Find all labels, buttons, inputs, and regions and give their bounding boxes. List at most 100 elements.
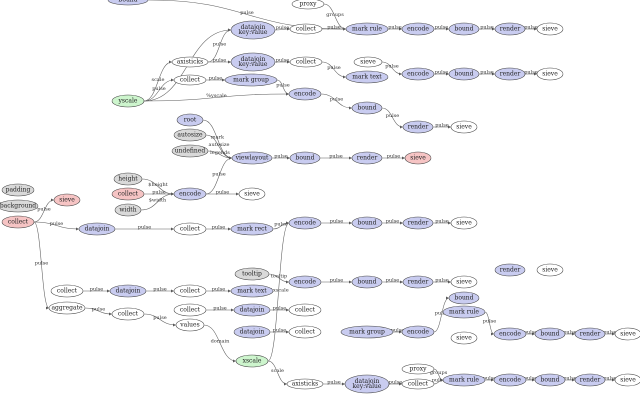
- graph-node-collect-l[interactable]: collect: [401, 378, 435, 390]
- graph-node-undefined[interactable]: undefined: [171, 144, 209, 158]
- graph-node-collect-a[interactable]: collect: [289, 23, 323, 35]
- graph-node-collect-red-main[interactable]: collect: [1, 215, 35, 229]
- graph-node-encode-a[interactable]: encode: [401, 22, 435, 36]
- graph-node-collect-h[interactable]: collect: [173, 303, 207, 317]
- graph-node-bound-e[interactable]: bound: [351, 216, 383, 230]
- graph-node-render-g[interactable]: render: [402, 275, 434, 289]
- graph-node-encode-h[interactable]: encode: [493, 327, 527, 341]
- graph-node-autosize[interactable]: autosize: [173, 128, 207, 142]
- graph-node-markgroup-a[interactable]: mark group: [224, 73, 278, 87]
- graph-node-collect-d[interactable]: collect: [173, 222, 207, 236]
- graph-node-render-f[interactable]: render: [494, 263, 526, 277]
- graph-node-sieve-c[interactable]: sieve: [536, 67, 564, 81]
- node-ellipse: [442, 373, 486, 387]
- graph-node-collect-g[interactable]: collect: [111, 307, 145, 321]
- graph-node-padding[interactable]: padding: [1, 183, 35, 197]
- graph-node-axisticks-b[interactable]: axisticks: [286, 378, 324, 390]
- graph-node-bound-i[interactable]: bound: [534, 373, 566, 387]
- graph-node-xscale[interactable]: xscale: [235, 354, 269, 368]
- graph-node-datajoin-c[interactable]: datajoin: [78, 222, 116, 236]
- graph-node-encode-b[interactable]: encode: [401, 67, 435, 81]
- graph-node-yscale[interactable]: yscale: [111, 94, 145, 108]
- graph-node-width[interactable]: width: [114, 203, 142, 217]
- node-label: collect: [296, 26, 317, 33]
- graph-node-markrule-c[interactable]: mark rule: [442, 373, 486, 387]
- graph-node-bound-a[interactable]: bound: [448, 22, 480, 36]
- graph-node-bound-f[interactable]: bound: [351, 275, 383, 289]
- edge-arrowhead: [400, 125, 403, 129]
- graph-node-markrule-a[interactable]: mark rule: [345, 22, 389, 36]
- graph-node-datajoin-e[interactable]: datajoin: [233, 303, 271, 317]
- graph-node-root[interactable]: root: [176, 113, 204, 127]
- graph-node-render-j[interactable]: render: [574, 373, 606, 387]
- graph-node-markgroup-b[interactable]: mark group: [340, 325, 394, 339]
- graph-node-render-e[interactable]: render: [402, 216, 434, 230]
- graph-node-sieve-e[interactable]: sieve: [238, 187, 266, 201]
- graph-node-sieve-b[interactable]: sieve: [353, 56, 383, 68]
- graph-node-bound-h[interactable]: bound: [534, 327, 566, 341]
- graph-node-markrule-b[interactable]: mark rule: [442, 305, 486, 319]
- graph-node-sieve-h[interactable]: sieve: [450, 275, 478, 289]
- graph-node-proxy-b[interactable]: proxy: [401, 363, 435, 375]
- edge-label: groups: [326, 12, 344, 18]
- graph-node-collect-f[interactable]: collect: [173, 284, 207, 298]
- graph-node-sieve-l[interactable]: sieve: [614, 373, 640, 387]
- graph-node-sieve-f[interactable]: sieve: [450, 216, 478, 230]
- edge: pulse: [603, 330, 617, 336]
- graph-node-collect-c[interactable]: collect: [173, 74, 207, 86]
- graph-node-sieve-red2[interactable]: sieve: [53, 193, 81, 207]
- graph-node-collect-i[interactable]: collect: [288, 303, 322, 317]
- graph-node-marktext-b[interactable]: mark text: [230, 284, 274, 298]
- graph-node-bound-g[interactable]: bound: [448, 291, 480, 305]
- graph-node-collect-j[interactable]: collect: [288, 325, 322, 339]
- graph-node-render-h[interactable]: render: [574, 327, 606, 341]
- edge-label: pulse: [330, 219, 344, 225]
- graph-node-collect-red[interactable]: collect: [111, 187, 145, 201]
- graph-node-encode-c[interactable]: encode: [288, 87, 322, 101]
- edge-label: pulse: [388, 25, 402, 31]
- node-ellipse: [351, 275, 383, 289]
- graph-node-bound-c[interactable]: bound: [351, 101, 383, 115]
- graph-node-render-b[interactable]: render: [494, 67, 526, 81]
- edge-arrowhead: [440, 378, 443, 382]
- graph-node-collect-b[interactable]: collect: [289, 56, 323, 68]
- graph-node-sieve-g[interactable]: sieve: [536, 263, 564, 277]
- graph-node-sieve-j[interactable]: sieve: [450, 331, 478, 345]
- graph-node-sieve-d[interactable]: sieve: [450, 120, 478, 134]
- graph-node-background[interactable]: background: [0, 199, 39, 213]
- graph-node-render-a[interactable]: render: [494, 22, 526, 36]
- edge-label: pulse: [330, 278, 344, 284]
- graph-node-proxy-top[interactable]: proxy: [291, 0, 325, 10]
- graph-node-tooltip[interactable]: tooltip: [234, 267, 270, 281]
- graph-node-sieve-a[interactable]: sieve: [536, 22, 564, 36]
- graph-node-render-c[interactable]: render: [402, 120, 434, 134]
- graph-node-aggregate[interactable]: aggregate: [48, 301, 86, 315]
- graph-node-encode-e[interactable]: encode: [288, 216, 322, 230]
- graph-node-top-bound[interactable]: bound: [107, 0, 149, 6]
- graph-node-marktext-a[interactable]: mark text: [345, 70, 389, 84]
- graph-node-sieve-i[interactable]: sieve: [614, 327, 640, 341]
- graph-node-datajoin-d[interactable]: datajoin: [109, 284, 147, 298]
- graph-node-encode-d[interactable]: encode: [173, 187, 207, 201]
- graph-node-sieve-red1[interactable]: sieve: [404, 151, 432, 165]
- graph-node-bound-d[interactable]: bound: [289, 151, 321, 165]
- graph-node-viewlayout[interactable]: viewlayout: [231, 151, 273, 165]
- graph-node-encode-f[interactable]: encode: [288, 275, 322, 289]
- graph-node-encode-i[interactable]: encode: [493, 373, 527, 387]
- graph-node-markrect[interactable]: mark rect: [230, 222, 274, 236]
- graph-node-render-d[interactable]: render: [351, 151, 383, 165]
- edge-arrowhead: [228, 28, 231, 32]
- graph-node-values[interactable]: values: [175, 318, 205, 332]
- graph-node-bound-b[interactable]: bound: [448, 67, 480, 81]
- graph-node-encode-g[interactable]: encode: [401, 325, 435, 339]
- node-label: mark group: [233, 77, 269, 84]
- node-ellipse: [173, 303, 207, 317]
- graph-node-height[interactable]: height: [113, 172, 143, 186]
- graph-node-axisticks-a[interactable]: axisticks: [171, 56, 209, 68]
- graph-node-collect-e[interactable]: collect: [50, 284, 84, 298]
- graph-node-datajoin-f[interactable]: datajoin: [233, 325, 271, 339]
